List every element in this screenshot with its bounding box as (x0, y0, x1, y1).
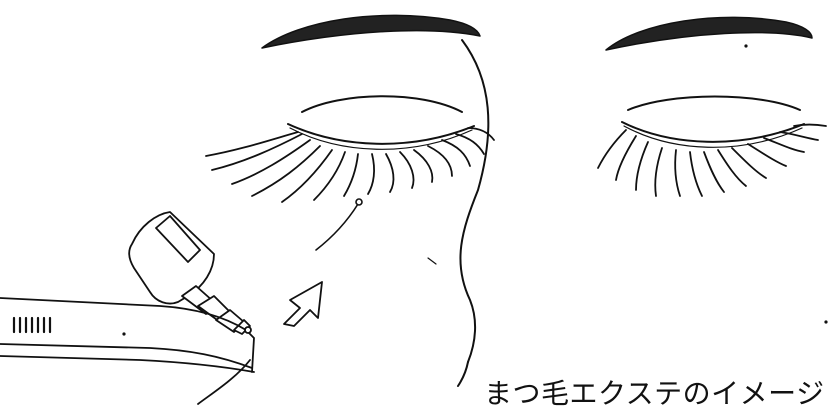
glue-bottle-icon (129, 212, 250, 334)
extension-lash-icon (316, 199, 362, 250)
face-outline (458, 40, 488, 386)
left-eyelid-crease (302, 96, 462, 112)
left-eye-closed-line (288, 124, 474, 149)
right-eyelashes (598, 125, 826, 197)
right-eyebrow (606, 17, 812, 50)
arrow-up-icon (284, 282, 322, 326)
right-eyelid-crease (628, 97, 800, 111)
left-eyelashes (206, 128, 494, 202)
caption-text: まつ毛エクステのイメージ (484, 380, 825, 408)
left-eyebrow (262, 15, 480, 48)
